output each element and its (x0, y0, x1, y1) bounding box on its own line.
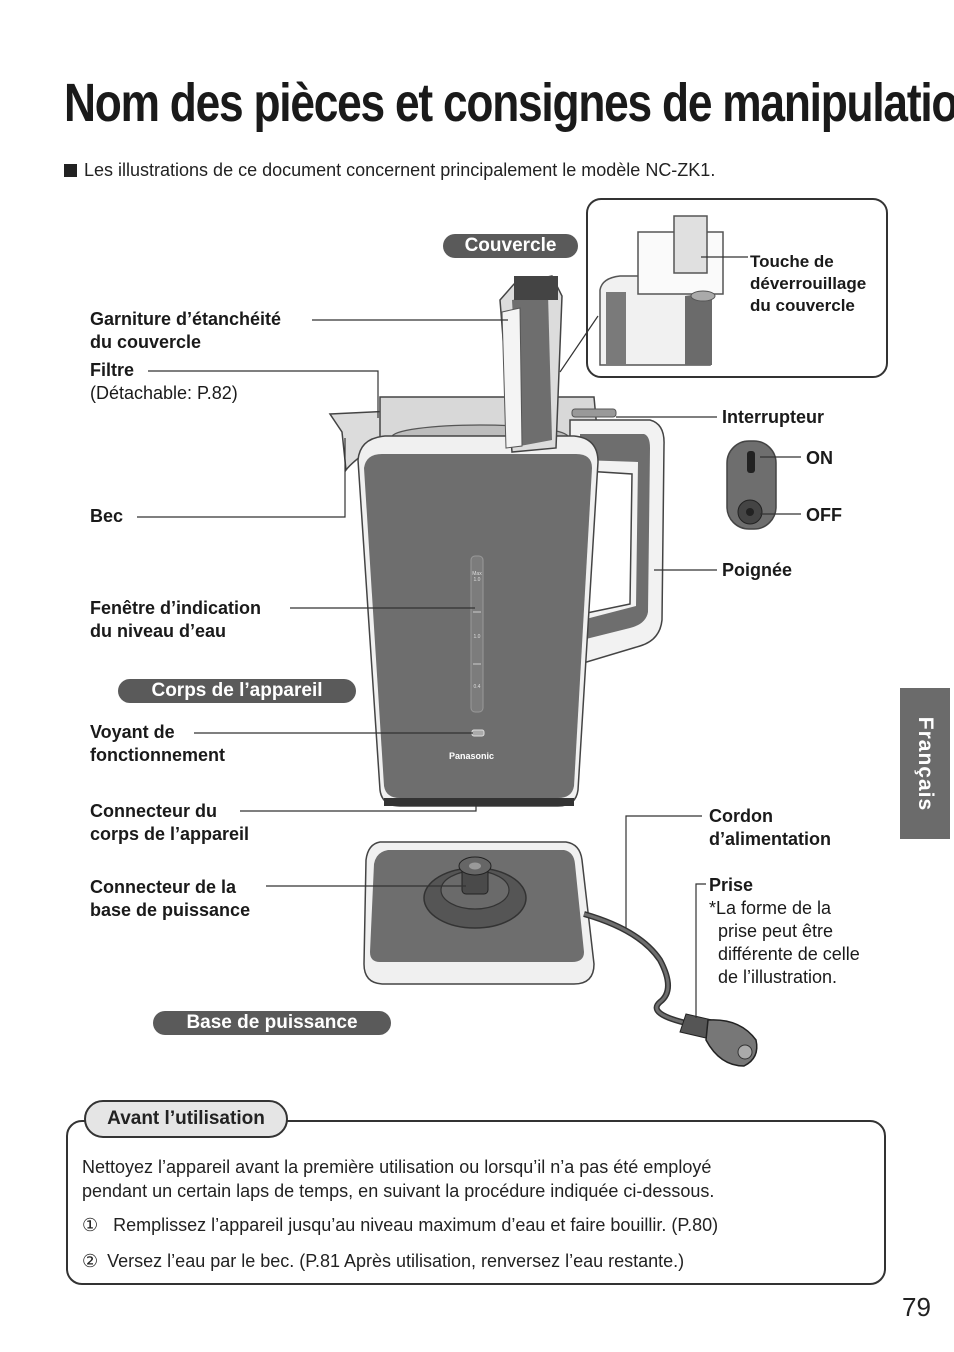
label-water-window-line1: Fenêtre d’indication (90, 598, 262, 618)
label-lid-gasket: Garniture d’étanchéité du couvercle (90, 308, 281, 354)
leader-lines (137, 319, 801, 1018)
before-use-step-2: ② Versez l’eau par le bec. (P.81 Après u… (82, 1249, 684, 1273)
brand-logo: Panasonic (449, 751, 495, 761)
before-use-heading: Avant l’utilisation (84, 1100, 288, 1138)
gauge-low-mark: 0.4 (473, 684, 481, 690)
page-number: 79 (902, 1292, 931, 1322)
label-lid-release: Touche de déverrouillage du couvercle (750, 251, 866, 317)
intro-text: Les illustrations de ce document concern… (84, 160, 716, 180)
language-tab-label: Français (914, 716, 937, 811)
label-water-window: Fenêtre d’indication du niveau d’eau (90, 597, 261, 643)
inset-kettle-drawing (599, 215, 724, 366)
label-cord-line2: d’alimentation (709, 829, 832, 849)
before-use-paragraph-line1: Nettoyez l’appareil avant la première ut… (82, 1157, 712, 1177)
label-indicator-line2: fonctionnement (90, 745, 225, 765)
label-cord-line1: Cordon (709, 806, 773, 826)
label-spout: Bec (90, 506, 124, 526)
intro-note: Les illustrations de ce document concern… (64, 160, 715, 181)
label-off: OFF (806, 505, 842, 525)
label-water-window-line2: du niveau d’eau (90, 621, 227, 641)
before-use-step-1: ① Remplissez l’appareil jusqu’au niveau … (82, 1213, 718, 1237)
step-1-text: Remplissez l’appareil jusqu’au niveau ma… (113, 1215, 719, 1235)
plug-shape (679, 1013, 758, 1067)
step-1-marker: ① (82, 1215, 99, 1235)
label-plug-note-2: prise peut être (718, 921, 834, 941)
before-use-paragraph-line2: pendant un certain laps de temps, en sui… (82, 1181, 715, 1201)
power-cord-shape (583, 911, 691, 1027)
language-tab: Français (900, 688, 950, 839)
label-body-connector-line1: Connecteur du (90, 801, 218, 821)
label-base-connector: Connecteur de la base de puissance (90, 876, 250, 922)
step-2-marker: ② (82, 1251, 99, 1271)
label-plug-note-3: différente de celle (718, 944, 860, 964)
label-body-connector: Connecteur du corps de l’appareil (90, 800, 249, 846)
label-body-connector-line2: corps de l’appareil (90, 824, 250, 844)
label-base-connector-line2: base de puissance (90, 900, 251, 920)
label-plug: Prise *La forme de la prise peut être di… (709, 874, 860, 989)
gauge-max-mark: Max 1.0 (472, 571, 482, 583)
gauge-mid-mark: 1.0 (473, 634, 481, 640)
open-lid-shape (499, 275, 563, 453)
label-filter: Filtre (Détachable: P.82) (90, 359, 238, 405)
label-filter-note: (Détachable: P.82) (90, 383, 238, 403)
label-indicator: Voyant de fonctionnement (90, 721, 225, 767)
label-indicator-line1: Voyant de (90, 722, 175, 742)
label-plug-note-1: *La forme de la (709, 898, 832, 918)
bullet-square-icon (64, 164, 77, 177)
label-lid-release-line2: déverrouillage (750, 274, 867, 293)
section-body: Corps de l’appareil (118, 679, 356, 703)
section-base: Base de puissance (153, 1011, 391, 1035)
label-lid-gasket-line2: du couvercle (90, 332, 202, 352)
label-base-connector-line1: Connecteur de la (90, 877, 237, 897)
label-on: ON (806, 448, 833, 468)
label-plug-note-4: de l’illustration. (718, 967, 838, 987)
label-switch: Interrupteur (722, 407, 825, 427)
label-lid-gasket-line1: Garniture d’étanchéité (90, 309, 282, 329)
label-filter-title: Filtre (90, 360, 135, 380)
step-2-text: Versez l’eau par le bec. (P.81 Après uti… (107, 1251, 685, 1271)
section-lid: Couvercle (443, 234, 578, 258)
before-use-paragraph: Nettoyez l’appareil avant la première ut… (82, 1155, 714, 1203)
before-use-box (66, 1120, 886, 1285)
label-lid-release-line3: du couvercle (750, 296, 855, 315)
label-plug-title: Prise (709, 875, 754, 895)
label-lid-release-line1: Touche de (750, 252, 834, 271)
label-handle: Poignée (722, 560, 793, 580)
label-cord: Cordon d’alimentation (709, 805, 831, 851)
